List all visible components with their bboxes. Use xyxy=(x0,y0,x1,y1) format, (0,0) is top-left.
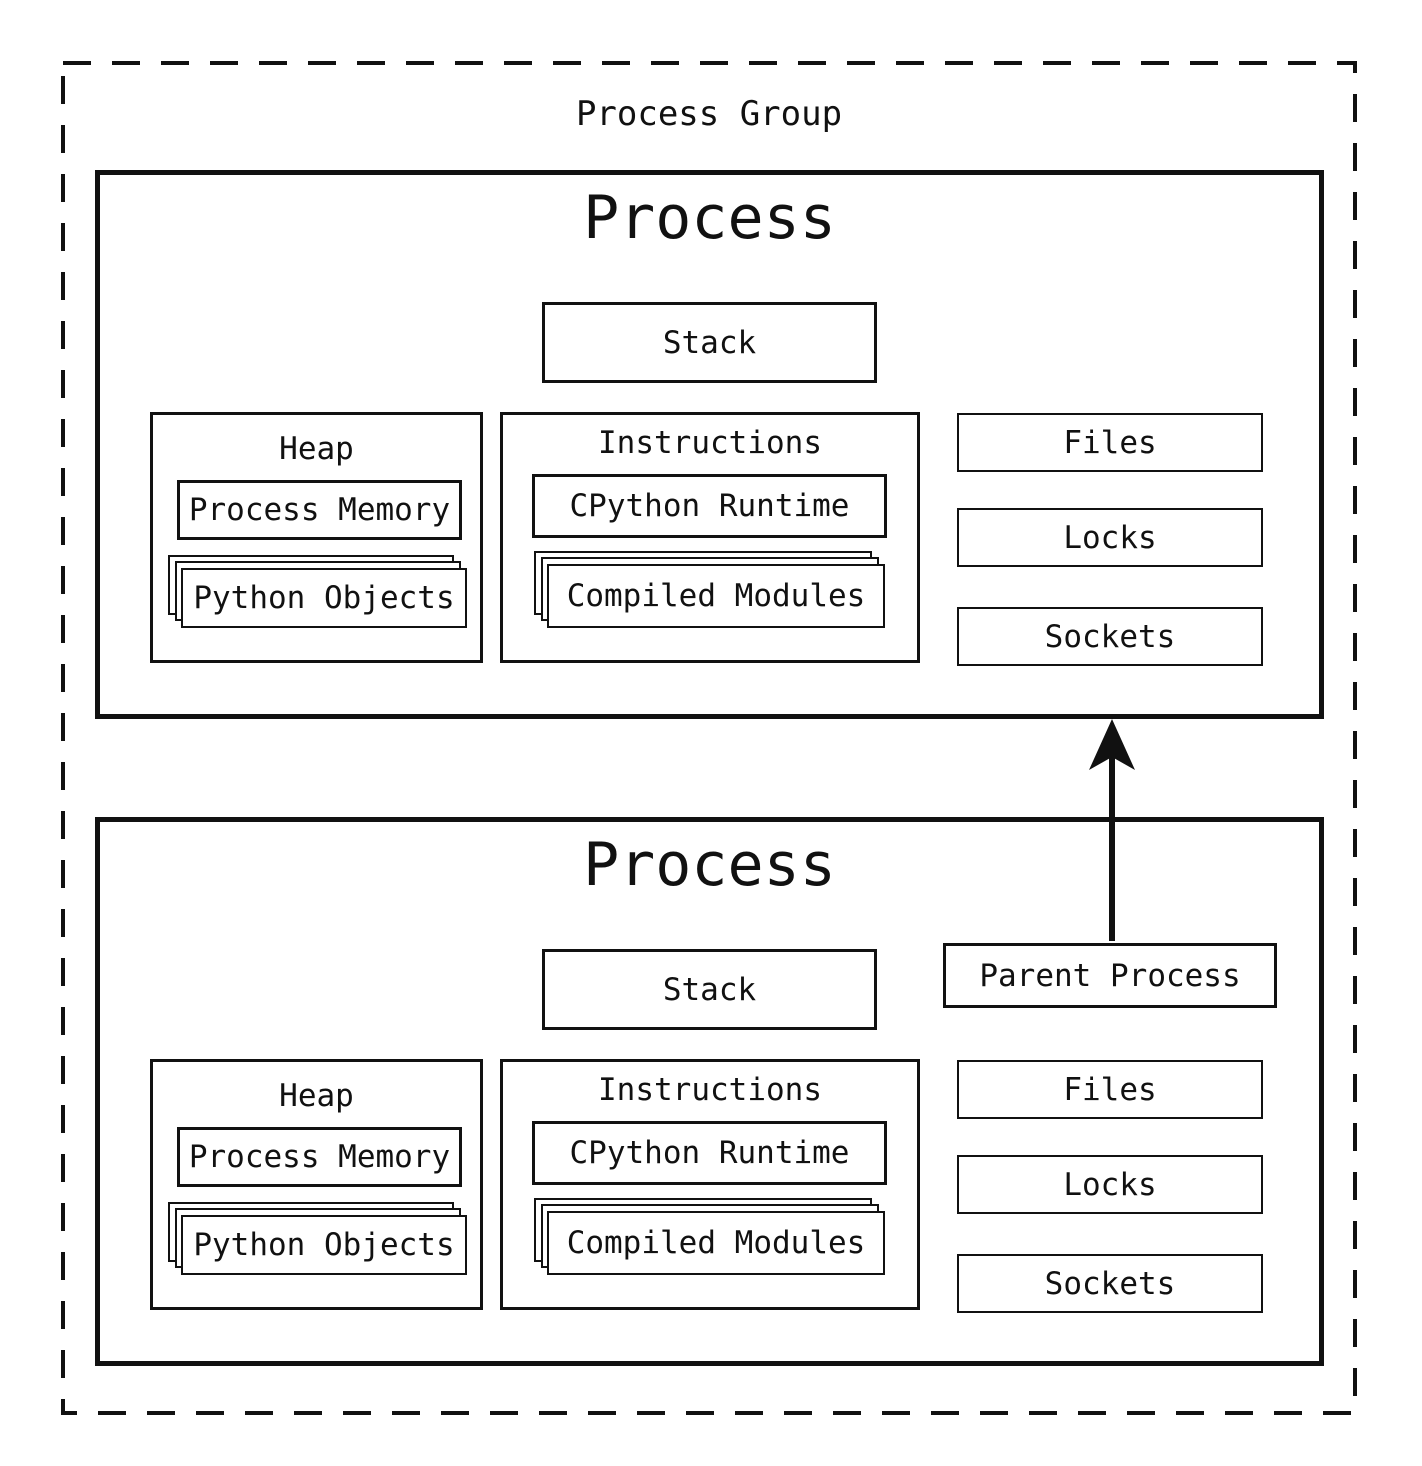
python-objects-box: Python Objects xyxy=(181,1215,467,1275)
process-title: Process xyxy=(583,183,836,253)
heap-box: Heap Process Memory Python Objects xyxy=(150,1059,483,1310)
files-box: Files xyxy=(957,1060,1263,1119)
instructions-title: Instructions xyxy=(598,425,822,461)
process-box-bottom: Process Stack Parent Process Heap Proces… xyxy=(95,817,1324,1366)
parent-process-box: Parent Process xyxy=(943,943,1277,1008)
compiled-modules-stack: Compiled Modules xyxy=(534,1198,885,1275)
stack-box: Stack xyxy=(542,302,877,383)
instructions-box: Instructions CPython Runtime Compiled Mo… xyxy=(500,412,920,663)
cpython-runtime-box: CPython Runtime xyxy=(532,1121,887,1185)
process-memory-box: Process Memory xyxy=(177,1127,462,1187)
compiled-modules-box: Compiled Modules xyxy=(547,1211,885,1275)
instructions-title: Instructions xyxy=(598,1072,822,1108)
compiled-modules-box: Compiled Modules xyxy=(547,564,885,628)
heap-title: Heap xyxy=(279,431,354,467)
compiled-modules-stack: Compiled Modules xyxy=(534,551,885,628)
python-objects-box: Python Objects xyxy=(181,568,467,628)
python-objects-stack: Python Objects xyxy=(168,555,467,628)
sockets-box: Sockets xyxy=(957,1254,1263,1313)
process-memory-box: Process Memory xyxy=(177,480,462,540)
cpython-runtime-box: CPython Runtime xyxy=(532,474,887,538)
instructions-box: Instructions CPython Runtime Compiled Mo… xyxy=(500,1059,920,1310)
process-title: Process xyxy=(583,830,836,900)
locks-box: Locks xyxy=(957,508,1263,567)
stack-box: Stack xyxy=(542,949,877,1030)
process-group-title: Process Group xyxy=(575,94,843,134)
heap-box: Heap Process Memory Python Objects xyxy=(150,412,483,663)
process-box-top: Process Stack Heap Process Memory Python… xyxy=(95,170,1324,719)
files-box: Files xyxy=(957,413,1263,472)
python-objects-stack: Python Objects xyxy=(168,1202,467,1275)
sockets-box: Sockets xyxy=(957,607,1263,666)
heap-title: Heap xyxy=(279,1078,354,1114)
locks-box: Locks xyxy=(957,1155,1263,1214)
